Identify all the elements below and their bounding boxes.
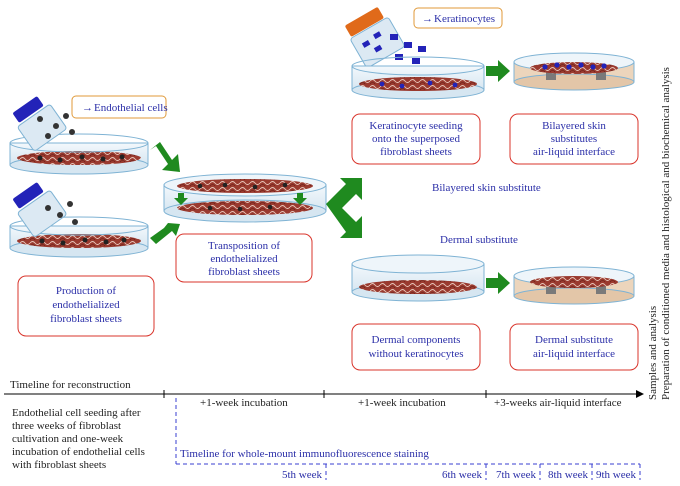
production-line-3: fibroblast sheets xyxy=(50,313,122,325)
dermal-ali-line-2: air-liquid interface xyxy=(533,348,615,360)
green-arrow-from-dish-2 xyxy=(150,223,180,244)
samples-analysis-label: Samples and analysis xyxy=(647,306,659,400)
dermal-components-line-2: without keratinocytes xyxy=(368,348,463,360)
keratinocyte-seeding-box: Keratinocyte seeding onto the superposed… xyxy=(351,113,481,165)
staining-timeline-title: Timeline for whole-mount immunofluoresce… xyxy=(180,448,429,460)
dermal-ali-dish xyxy=(513,266,635,305)
transposition-dish xyxy=(163,173,327,223)
keratinocyte-seeding-line-2: onto the superposed xyxy=(372,133,460,145)
staining-timeline xyxy=(175,398,641,480)
dermal-components-box: Dermal components without keratinocytes xyxy=(351,323,481,371)
timeline-step-1: +1-week incubation xyxy=(200,397,288,409)
endothelial-cells-text: Endothelial cells xyxy=(94,102,168,114)
transposition-box: Transposition of endothelialized fibrobl… xyxy=(175,233,313,283)
bilayered-ali-dish xyxy=(513,52,635,91)
keratinocytes-text: Keratinocytes xyxy=(434,13,495,25)
bilayered-ali-line-2: substitutes xyxy=(551,133,597,145)
endothelial-bottle-1 xyxy=(13,96,67,151)
transposition-line-1: Transposition of xyxy=(208,240,280,252)
green-arrow-top xyxy=(486,60,510,82)
keratinocyte-seeding-line-1: Keratinocyte seeding xyxy=(369,120,463,132)
green-arrow-bottom xyxy=(486,272,510,294)
bilayered-skin-substitute-label: Bilayered skin substitute xyxy=(432,182,541,194)
timeline-title: Timeline for reconstruction xyxy=(10,379,131,391)
dermal-substitute-label: Dermal substitute xyxy=(440,234,518,246)
week-6-label: 6th week xyxy=(442,469,483,481)
week-5-label: 5th week xyxy=(282,469,323,481)
seeding-note-line-4: incubation of endothelial cells xyxy=(12,446,145,458)
seeding-note-line-1: Endothelial cell seeding after xyxy=(12,407,141,419)
svg-text:→: → xyxy=(422,13,433,25)
conditioned-media-label: Preparation of conditioned media and his… xyxy=(660,67,672,400)
endothelial-cells-label: → Endothelial cells xyxy=(71,95,168,119)
seeding-note: Endothelial cell seeding after three wee… xyxy=(12,407,145,471)
timeline-step-3: +3-weeks air-liquid interface xyxy=(494,397,622,409)
reconstruction-timeline xyxy=(4,390,644,398)
endothelial-seeding-dish-1 xyxy=(9,133,149,175)
transposition-line-2: endothelialized xyxy=(210,253,278,265)
keratinocytes-label: → Keratinocytes xyxy=(413,7,503,29)
week-9-label: 9th week xyxy=(596,469,637,481)
week-7-label: 7th week xyxy=(496,469,537,481)
dermal-ali-box: Dermal substitute air-liquid interface xyxy=(509,323,639,371)
bilayered-ali-line-3: air-liquid interface xyxy=(533,146,615,158)
falling-endothelial-cells-2 xyxy=(45,201,78,225)
seeding-note-line-5: with fibroblast sheets xyxy=(12,459,106,471)
falling-endothelial-cells-1 xyxy=(37,113,75,139)
dermal-dish xyxy=(351,254,485,302)
green-arrow-from-dish-1 xyxy=(150,142,180,172)
dermal-components-line-1: Dermal components xyxy=(372,334,461,346)
seeding-note-line-3: cultivation and one-week xyxy=(12,433,124,445)
seeding-note-line-2: three weeks of fibroblast xyxy=(12,420,121,432)
week-8-label: 8th week xyxy=(548,469,589,481)
keratinocyte-seeding-line-3: fibroblast sheets xyxy=(380,146,452,158)
endothelial-bottle-2 xyxy=(13,182,67,237)
production-box: Production of endothelialized fibroblast… xyxy=(17,275,155,337)
production-line-1: Production of xyxy=(56,285,117,297)
endothelial-seeding-dish-2 xyxy=(9,216,149,258)
dermal-ali-line-1: Dermal substitute xyxy=(535,334,613,346)
timeline-step-2: +1-week incubation xyxy=(358,397,446,409)
bilayered-ali-box: Bilayered skin substitutes air-liquid in… xyxy=(509,113,639,165)
production-line-2: endothelialized xyxy=(52,299,120,311)
keratinocyte-bottle xyxy=(345,7,405,68)
keratinocyte-seeding-dish xyxy=(351,56,485,100)
green-branch-arrow xyxy=(326,178,362,238)
bilayered-ali-line-1: Bilayered skin xyxy=(542,120,606,132)
transposition-line-3: fibroblast sheets xyxy=(208,266,280,278)
svg-text:→: → xyxy=(82,102,93,114)
